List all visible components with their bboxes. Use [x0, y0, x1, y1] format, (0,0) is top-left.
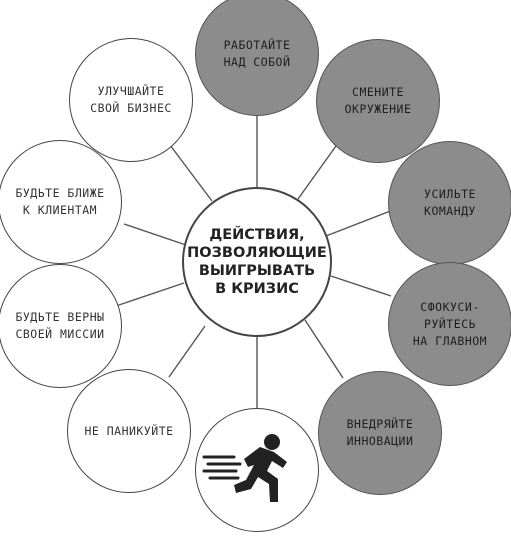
connector-smenite: [297, 145, 337, 200]
connector-budte-verny: [115, 282, 185, 307]
central-node-label: ДЕЙСТВИЯ, ПОЗВОЛЯЮЩИЕ ВЫИГРЫВАТЬ В КРИЗИ…: [187, 227, 327, 297]
connector-budte-blizhe: [123, 223, 187, 246]
node-vnedryayte-label: ВНЕДРЯЙТЕ ИННОВАЦИИ: [346, 417, 414, 448]
connector-sfokusiruytes: [330, 275, 392, 297]
node-vnedryayte: ВНЕДРЯЙТЕ ИННОВАЦИИ: [318, 371, 442, 495]
node-smenite: СМЕНИТЕ ОКРУЖЕНИЕ: [316, 39, 440, 163]
node-runner: [195, 408, 319, 532]
node-usilte-label: УСИЛЬТЕ КОМАНДУ: [424, 187, 476, 218]
node-sfokusiruytes-label: СФОКУСИ- РУЙТЕСЬ НА ГЛАВНОМ: [412, 299, 488, 348]
node-rabotayte: РАБОТАЙТЕ НАД СОБОЙ: [195, 0, 319, 116]
node-budte-blizhe-label: БУДЬТЕ БЛИЖЕ К КЛИЕНТАМ: [15, 186, 105, 217]
node-sfokusiruytes: СФОКУСИ- РУЙТЕСЬ НА ГЛАВНОМ: [388, 262, 511, 386]
connector-usilte: [325, 209, 394, 237]
node-smenite-label: СМЕНИТЕ ОКРУЖЕНИЕ: [344, 85, 412, 116]
node-budte-blizhe: БУДЬТЕ БЛИЖЕ К КЛИЕНТАМ: [0, 140, 122, 264]
connector-vnedryayte: [304, 319, 344, 379]
node-ne-panikuyte-label: НЕ ПАНИКУЙТЕ: [84, 423, 174, 438]
node-uluchshayte: УЛУЧШАЙТЕ СВОЙ БИЗНЕС: [69, 38, 193, 162]
running-person-icon: [202, 434, 288, 503]
connector-uluchshayte: [169, 144, 213, 202]
node-budte-verny: БУДЬТЕ ВЕРНЫ СВОЕЙ МИССИИ: [0, 264, 122, 388]
node-ne-panikuyte: НЕ ПАНИКУЙТЕ: [67, 369, 191, 493]
connector-ne-panikuyte: [168, 325, 206, 378]
node-budte-verny-label: БУДЬТЕ ВЕРНЫ СВОЕЙ МИССИИ: [15, 310, 105, 341]
node-uluchshayte-label: УЛУЧШАЙТЕ СВОЙ БИЗНЕС: [90, 84, 172, 115]
central-node: ДЕЙСТВИЯ, ПОЗВОЛЯЮЩИЕ ВЫИГРЫВАТЬ В КРИЗИ…: [182, 187, 332, 337]
node-usilte: УСИЛЬТЕ КОМАНДУ: [388, 141, 511, 265]
node-rabotayte-label: РАБОТАЙТЕ НАД СОБОЙ: [223, 38, 291, 69]
